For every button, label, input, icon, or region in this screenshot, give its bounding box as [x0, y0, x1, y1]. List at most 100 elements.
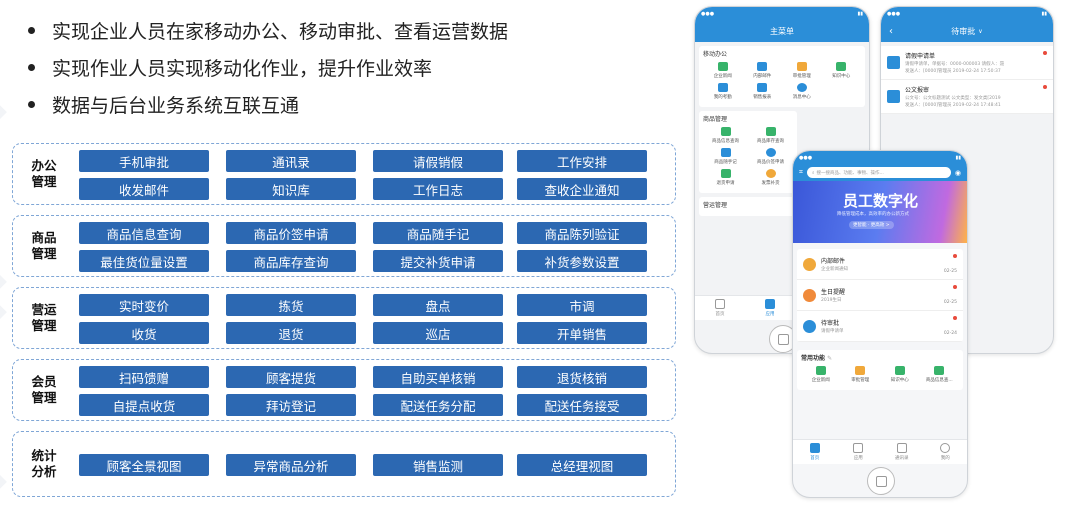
feature-button[interactable]: 商品库存查询	[226, 250, 356, 272]
feature-button[interactable]: 通讯录	[226, 150, 356, 172]
feature-button[interactable]: 扫码馈赠	[79, 366, 209, 388]
menu-item[interactable]: 发票补货	[748, 169, 793, 186]
feature-button[interactable]: 自助买单核销	[373, 366, 503, 388]
memo-icon	[720, 148, 731, 157]
unread-badge	[953, 254, 957, 258]
feature-button[interactable]: 总经理视图	[517, 454, 647, 476]
feature-button[interactable]: 商品信息查询	[79, 222, 209, 244]
back-icon[interactable]: ‹	[889, 25, 893, 37]
banner-title: 员工数字化	[843, 192, 919, 210]
section-label: 商品管理	[31, 230, 57, 261]
feature-button[interactable]: 退货核销	[517, 366, 647, 388]
feature-button[interactable]: 商品陈列验证	[517, 222, 647, 244]
birthday-icon	[803, 288, 816, 302]
tab-me[interactable]: 我的	[924, 440, 968, 464]
tab-contacts[interactable]: 通讯录	[880, 440, 924, 464]
feature-button[interactable]: 最佳货位量设置	[79, 250, 209, 272]
document-icon	[887, 56, 900, 69]
list-item[interactable]: 内部邮件企业新闻通知 02-25	[797, 249, 963, 280]
document-icon	[887, 90, 900, 103]
feature-button[interactable]: 补货参数设置	[517, 250, 647, 272]
feature-button[interactable]: 工作安排	[517, 150, 647, 172]
menu-item[interactable]: 商品随手记	[703, 148, 748, 165]
feature-button[interactable]: 手机审批	[79, 150, 209, 172]
home-icon	[715, 299, 725, 309]
feature-button[interactable]: 收发邮件	[79, 178, 209, 200]
banner[interactable]: 员工数字化 降低管理成本，高效率的办公新方式 更智能 · 更高效 >	[793, 181, 967, 243]
edit-icon[interactable]: ✎	[827, 355, 833, 362]
chevron-down-icon[interactable]: ∨	[978, 27, 983, 35]
phone-home-button[interactable]	[867, 467, 895, 495]
feature-button[interactable]: 查收企业通知	[517, 178, 647, 200]
search-icon: ⌕	[811, 170, 815, 176]
menu-item[interactable]: 商品价签申请	[748, 148, 793, 165]
feature-button[interactable]: 知识库	[226, 178, 356, 200]
feature-button[interactable]: 顾客全景视图	[79, 454, 209, 476]
feature-button[interactable]: 巡店	[373, 322, 503, 344]
feature-button[interactable]: 商品价签申请	[226, 222, 356, 244]
feature-button[interactable]: 销售监测	[373, 454, 503, 476]
menu-item[interactable]: 商品库存查询	[748, 127, 793, 144]
tab-home[interactable]: 首页	[793, 440, 837, 464]
feature-button[interactable]: 商品随手记	[373, 222, 503, 244]
bullet-text: 数据与后台业务系统互联互通	[52, 95, 300, 117]
banner-link[interactable]: 更智能 · 更高效 >	[849, 221, 894, 229]
menu-item[interactable]: 审批管理	[841, 366, 881, 383]
camera-icon[interactable]: ◉	[954, 168, 961, 177]
tab-home[interactable]: 首页	[695, 296, 745, 320]
feature-button[interactable]: 异常商品分析	[226, 454, 356, 476]
unread-badge	[1043, 51, 1047, 55]
search-input[interactable]: ⌕搜一搜商品、功能、事物、操作...	[806, 167, 951, 178]
menu-item[interactable]: 知识中心	[822, 62, 862, 79]
feature-button[interactable]: 自提点收货	[79, 394, 209, 416]
menu-item[interactable]: 商品信息查询	[703, 127, 748, 144]
menu-item[interactable]: 退货申请	[703, 169, 748, 186]
menu-item[interactable]: 消息中心	[782, 83, 822, 100]
menu-item[interactable]: 知识中心	[880, 366, 920, 383]
feature-button[interactable]: 盘点	[373, 294, 503, 316]
menu-item[interactable]: 销售报表	[743, 83, 783, 100]
menu-item[interactable]: 审批管理	[782, 62, 822, 79]
feature-button[interactable]: 配送任务分配	[373, 394, 503, 416]
card-title: 商品管理	[703, 116, 728, 123]
card-title: 营运管理	[703, 202, 728, 209]
menu-item[interactable]: 企业新闻	[703, 62, 743, 79]
knowledge-icon	[894, 366, 905, 375]
list-item[interactable]: 请假申请单请假申请单，单据号：0000-000003 请假人：聂发送人：[000…	[881, 46, 1053, 80]
feature-button[interactable]: 市调	[517, 294, 647, 316]
section-label: 办公管理	[31, 158, 57, 189]
scan-icon[interactable]: ⌗	[799, 168, 803, 176]
approval-icon	[855, 366, 866, 375]
stock-icon	[765, 127, 776, 136]
feature-button[interactable]: 拜访登记	[226, 394, 356, 416]
feature-button[interactable]: 收货	[79, 322, 209, 344]
feature-button[interactable]: 顾客提货	[226, 366, 356, 388]
approval-icon	[796, 62, 807, 71]
feature-button[interactable]: 开单销售	[517, 322, 647, 344]
list-item[interactable]: 待审批请假申请单 02-24	[797, 311, 963, 342]
feature-button[interactable]: 请假销假	[373, 150, 503, 172]
page-title: 待审批	[951, 26, 976, 36]
feature-button[interactable]: 工作日志	[373, 178, 503, 200]
feature-button[interactable]: 退货	[226, 322, 356, 344]
knowledge-icon	[836, 62, 847, 71]
card-common-functions: 常用功能 ✎ 企业新闻 审批管理 知识中心 商品信息查...	[797, 350, 963, 390]
menu-item[interactable]: 内部邮件	[743, 62, 783, 79]
feature-button[interactable]: 实时变价	[79, 294, 209, 316]
menu-item[interactable]: 我的考勤	[703, 83, 743, 100]
bullet-dot	[28, 27, 35, 34]
status-bar: ●●●▮▮	[695, 7, 869, 20]
tab-apps[interactable]: 应用	[837, 440, 881, 464]
feature-button[interactable]: 配送任务接受	[517, 394, 647, 416]
menu-item[interactable]: 商品信息查...	[920, 366, 960, 383]
return-icon	[720, 169, 731, 178]
feature-button[interactable]: 提交补货申请	[373, 250, 503, 272]
menu-item[interactable]: 企业新闻	[801, 366, 841, 383]
apps-icon	[853, 443, 864, 453]
unread-badge	[1043, 85, 1047, 89]
feature-button[interactable]: 拣货	[226, 294, 356, 316]
tab-apps[interactable]: 应用	[745, 296, 795, 320]
